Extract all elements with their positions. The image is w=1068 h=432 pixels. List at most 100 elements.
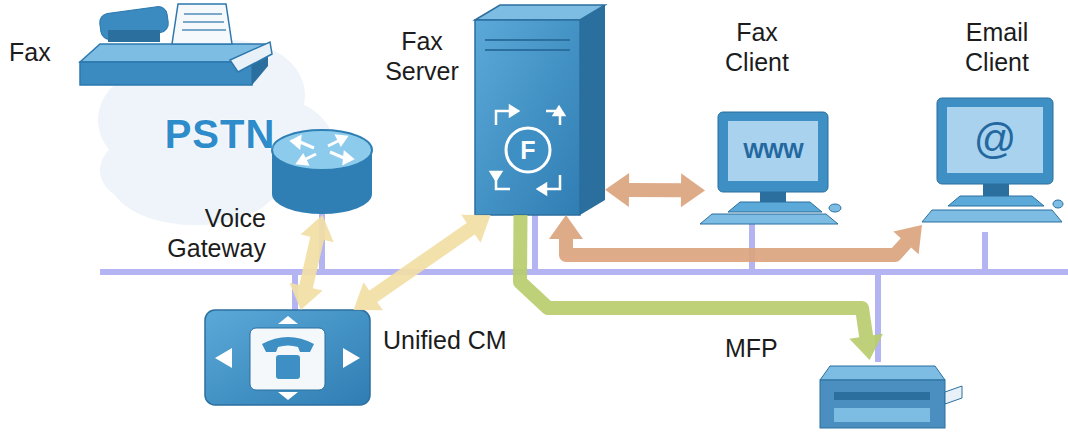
server-tower [485,49,570,51]
device-label: Email Client [947,18,1047,77]
arrow-head [461,215,490,243]
arrow-head [893,225,922,254]
pstn-cloud-node: PSTN [100,35,335,230]
call-manager-icon [276,355,300,379]
router-icon [272,130,372,214]
mfp-printer [945,386,962,404]
fax-client-computer [718,112,828,192]
call-manager-icon [205,310,370,405]
fax-machine [172,4,232,44]
lan-bus [532,212,538,272]
router-icon [337,136,346,144]
email-client-computer [948,196,1044,206]
email-client-computer [937,98,1053,184]
screen-symbol: @ [974,115,1017,163]
router-icon [298,156,307,164]
router-icon [292,136,352,164]
call-manager-icon [215,316,360,400]
arrow-shaft [566,237,907,255]
server-tower [475,5,605,215]
lan-bus [100,269,1068,275]
mfp-printer [834,408,930,422]
fax-machine [230,42,272,72]
fax-machine [80,4,272,85]
call-manager-icon [278,392,298,400]
server-tower [475,20,580,215]
fax-client-computer [728,121,818,181]
email-client-computer [922,98,1063,222]
print-arrow [520,215,883,360]
screen-text: WWW [743,138,802,164]
fax-client-computer [728,202,822,212]
mfp-printer [820,366,962,428]
device-label: PSTN [150,111,290,158]
arrow-shaft [372,228,473,298]
device-label: Unified CM [383,326,593,356]
arrow-head [681,173,705,207]
fax-machine [80,62,252,85]
arrow-head [289,283,322,310]
device-label: Voice Gateway [148,204,266,263]
unified-cm: Unified CM [205,310,370,405]
call-manager-icon [250,328,325,390]
server-tower [491,172,501,180]
arrow-head [605,173,629,207]
call-manager-icon [278,316,298,324]
server-tower [538,184,546,194]
fax-client-arrow [605,173,705,207]
call-manager-icon [205,310,370,405]
sip-arrow [289,215,333,310]
fax-server: Fax Server [475,5,605,215]
arrow-head [549,215,583,239]
arrow-shaft [520,215,866,338]
fax-client-computer [700,112,841,224]
router-icon [292,137,300,147]
arrow-head [301,215,334,242]
router-icon [330,152,344,158]
fax-machine [184,13,222,15]
server-tower [491,106,564,194]
email-client-computer [922,210,1062,222]
pstn-cloud [100,140,170,200]
call-manager-icon [262,337,314,352]
fax-machine [108,30,160,42]
server-tower [546,175,560,189]
mfp-printer [820,380,945,428]
server-tower [580,5,605,215]
fax-machine [182,29,226,31]
device-label: Fax Client [705,18,809,77]
lan-bus [875,272,881,362]
lan-bus [982,232,988,272]
server-tower [485,39,570,41]
arrow-shaft [306,236,318,288]
server-tower [496,111,510,125]
email-client-computer [983,184,1009,196]
voice-gateway: Voice Gateway [270,128,375,215]
fax-route-arrow [354,215,491,311]
arrow-shaft [627,183,683,197]
mfp-printer [834,392,930,400]
server-emblem-letter: F [520,136,535,165]
email-arrow [549,215,922,255]
fax-device: Fax [75,2,270,85]
email-client-computer [1053,200,1063,208]
device-label: Fax [9,38,71,68]
fax-machine [183,21,224,23]
call-manager-icon [343,348,360,368]
mfp-printer [820,366,945,380]
fax-client-computer [700,214,838,224]
server-tower [554,107,564,115]
fax-client-computer [760,192,786,202]
server-tower [510,106,518,116]
router-icon [300,142,314,148]
lan-bus [749,222,755,272]
call-manager-icon [215,348,232,368]
fax-client-computer [829,204,841,212]
arrow-head [849,334,883,360]
server-tower [506,128,550,172]
router-icon [344,153,352,163]
mfp: MFP [815,360,945,430]
